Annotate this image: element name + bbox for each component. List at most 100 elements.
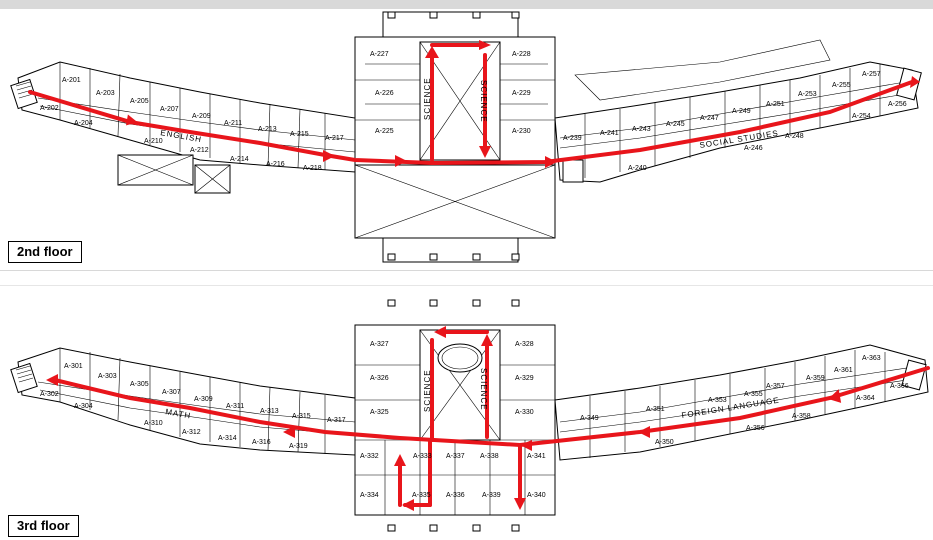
floor-3-west-dividers: [59, 348, 326, 454]
floor-2-label: 2nd floor: [8, 241, 82, 263]
zone-science-right: SCIENCE: [479, 80, 488, 123]
room-A-246: A-246: [744, 145, 763, 152]
room-A-316: A-316: [252, 439, 271, 446]
top-bar: [0, 0, 933, 9]
room-A-341: A-341: [527, 453, 546, 460]
room-A-358: A-358: [792, 413, 811, 420]
room-A-218: A-218: [303, 165, 322, 172]
room-A-227: A-227: [370, 51, 389, 58]
room-A-356: A-356: [746, 425, 765, 432]
room-A-302: A-302: [40, 391, 59, 398]
room-A-207: A-207: [160, 106, 179, 113]
floor-2-east-wing: [554, 61, 919, 183]
room-A-203: A-203: [96, 90, 115, 97]
floor-3-route: [46, 326, 930, 511]
room-A-338: A-338: [480, 453, 499, 460]
room-A-254: A-254: [852, 113, 871, 120]
zone-science-right-3: SCIENCE: [479, 368, 488, 411]
room-A-355: A-355: [744, 391, 763, 398]
room-A-257: A-257: [862, 71, 881, 78]
room-A-230: A-230: [512, 128, 531, 135]
room-A-336: A-336: [446, 492, 465, 499]
room-A-247: A-247: [700, 115, 719, 122]
room-A-249: A-249: [732, 108, 751, 115]
room-A-357: A-357: [766, 383, 785, 390]
room-A-255: A-255: [832, 82, 851, 89]
room-A-215: A-215: [290, 131, 309, 138]
room-A-325: A-325: [370, 409, 389, 416]
room-A-364: A-364: [856, 395, 875, 402]
room-A-243: A-243: [632, 126, 651, 133]
room-A-304: A-304: [74, 403, 93, 410]
room-A-303: A-303: [98, 373, 117, 380]
zone-science-left: SCIENCE: [423, 77, 432, 120]
room-A-211: A-211: [224, 120, 242, 127]
room-A-351: A-351: [646, 406, 665, 413]
floor-3-east-dividers: [589, 350, 886, 458]
room-A-339: A-339: [482, 492, 501, 499]
room-A-314: A-314: [218, 435, 237, 442]
room-A-350: A-350: [655, 439, 674, 446]
room-A-310: A-310: [144, 420, 163, 427]
floor-3-label: 3rd floor: [8, 515, 79, 537]
room-A-349: A-349: [580, 415, 599, 422]
room-A-312: A-312: [182, 429, 201, 436]
room-A-209: A-209: [192, 113, 211, 120]
room-A-328: A-328: [515, 341, 534, 348]
room-A-333: A-333: [413, 453, 432, 460]
room-A-361: A-361: [834, 367, 853, 374]
room-A-319: A-319: [289, 443, 308, 450]
room-A-309: A-309: [194, 396, 213, 403]
room-A-311: A-311: [226, 403, 244, 410]
zone-science-left-3: SCIENCE: [423, 369, 432, 412]
room-A-366: A-366: [890, 383, 909, 390]
room-A-217: A-217: [325, 135, 344, 142]
room-A-240: A-240: [628, 165, 647, 172]
room-A-248: A-248: [785, 133, 804, 140]
floor-2-east-dividers: [584, 64, 881, 178]
room-A-226: A-226: [375, 90, 394, 97]
room-A-245: A-245: [666, 121, 685, 128]
floor-3-plan: [10, 299, 929, 532]
room-A-229: A-229: [512, 90, 531, 97]
room-A-327: A-327: [370, 341, 389, 348]
room-A-301: A-301: [64, 363, 83, 370]
room-A-353: A-353: [708, 397, 727, 404]
room-A-329: A-329: [515, 375, 534, 382]
floor-2-west-dividers: [59, 62, 326, 170]
room-A-332: A-332: [360, 453, 379, 460]
room-A-216: A-216: [266, 161, 285, 168]
room-A-340: A-340: [527, 492, 546, 499]
room-A-213: A-213: [258, 126, 277, 133]
zone-math: MATH: [165, 407, 192, 420]
room-A-313: A-313: [260, 408, 279, 415]
room-A-337: A-337: [446, 453, 465, 460]
floor-3-room-labels: A-301 A-302 A-303 A-304 A-305 A-307 A-30…: [40, 341, 909, 499]
room-A-210: A-210: [144, 138, 163, 145]
room-A-330: A-330: [515, 409, 534, 416]
room-A-201: A-201: [62, 77, 81, 84]
room-A-202: A-202: [40, 105, 59, 112]
room-A-307: A-307: [162, 389, 181, 396]
room-A-315: A-315: [292, 413, 311, 420]
room-A-228: A-228: [512, 51, 531, 58]
room-A-334: A-334: [360, 492, 379, 499]
room-A-253: A-253: [798, 91, 817, 98]
room-A-326: A-326: [370, 375, 389, 382]
room-A-214: A-214: [230, 156, 249, 163]
room-A-212: A-212: [190, 147, 209, 154]
room-A-225: A-225: [375, 128, 394, 135]
room-A-305: A-305: [130, 381, 149, 388]
room-A-239: A-239: [563, 135, 582, 142]
room-A-359: A-359: [806, 375, 825, 382]
room-A-205: A-205: [130, 98, 149, 105]
room-A-335: A-335: [412, 492, 431, 499]
floor-2-route: [28, 40, 920, 168]
room-A-363: A-363: [862, 355, 881, 362]
room-A-204: A-204: [74, 120, 93, 127]
room-A-241: A-241: [600, 130, 619, 137]
floor-divider: [0, 270, 933, 286]
room-A-256: A-256: [888, 101, 907, 108]
room-A-251: A-251: [766, 101, 785, 108]
